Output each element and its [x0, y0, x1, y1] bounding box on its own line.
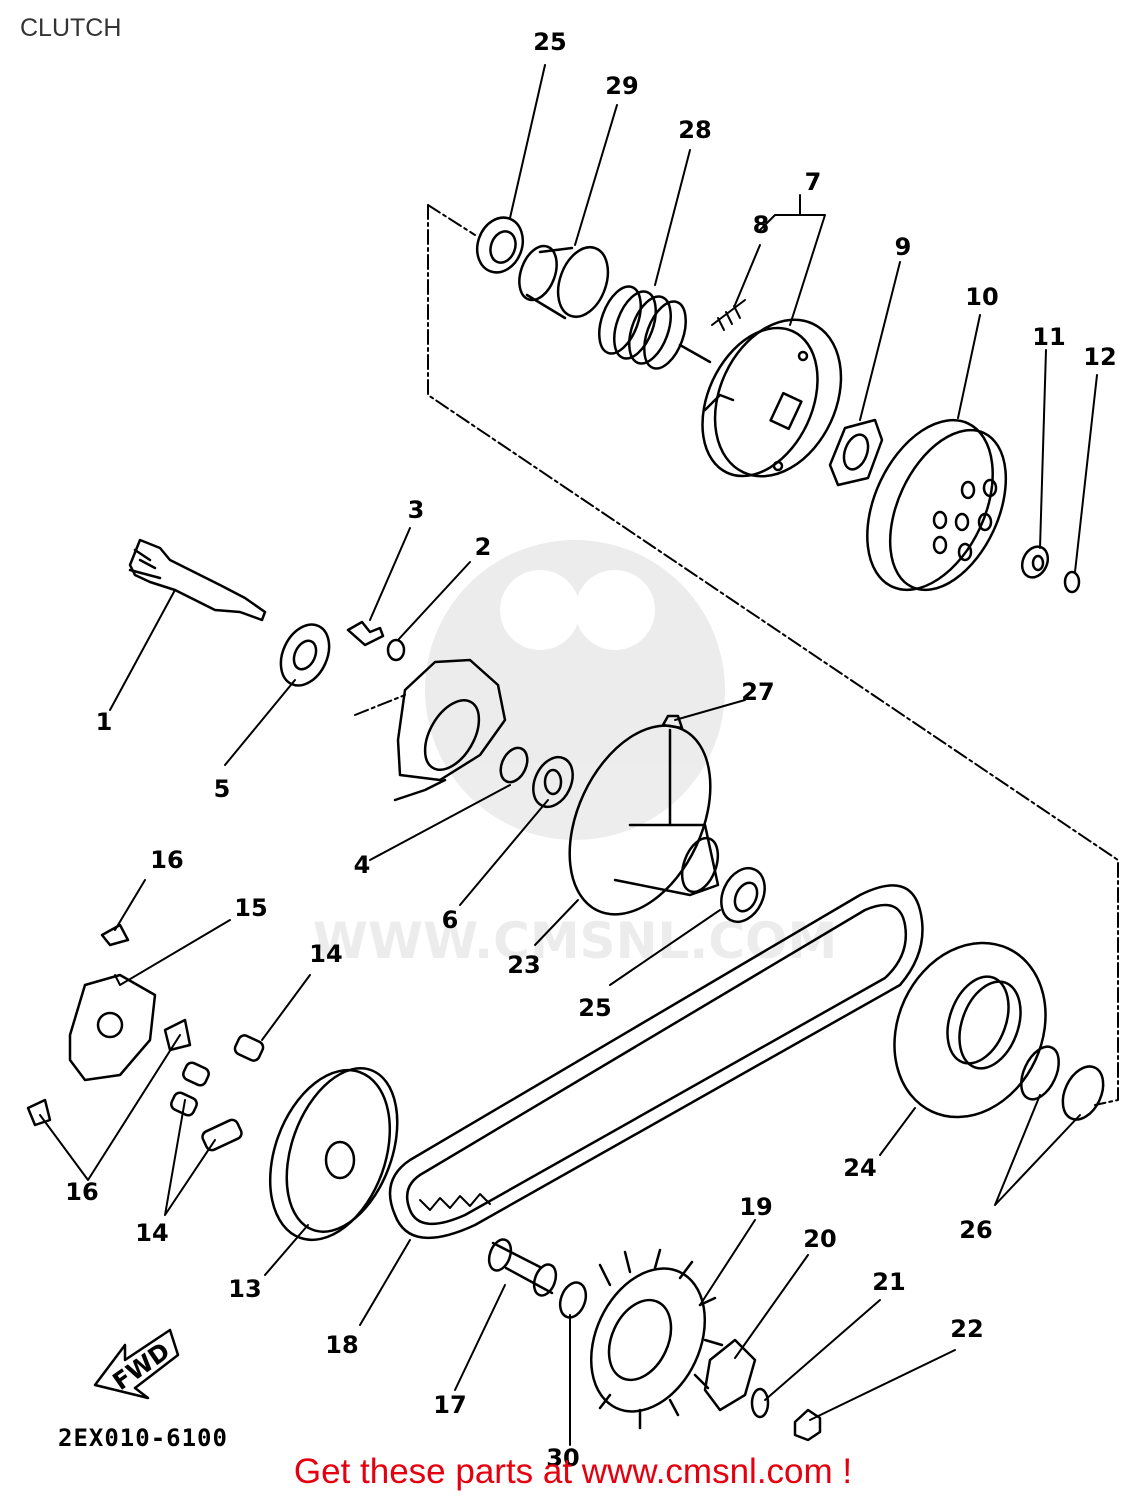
bolt: [346, 620, 385, 647]
fan-nut-plate: [703, 1338, 757, 1412]
callout-19: 19: [739, 1193, 772, 1221]
callout-21: 21: [872, 1268, 905, 1296]
small-bearing: [532, 755, 574, 809]
callout-2: 2: [475, 533, 492, 561]
slider-guide-3: [26, 1098, 52, 1127]
callout-27: 27: [741, 678, 774, 706]
callout-9: 9: [895, 233, 912, 261]
fwd-arrow: [93, 1328, 180, 1400]
callout-24: 24: [843, 1154, 876, 1182]
callout-13: 13: [228, 1275, 261, 1303]
spacer-clip: [499, 746, 529, 784]
callout-20: 20: [803, 1225, 836, 1253]
callout-5: 5: [214, 775, 231, 803]
leader-lines: [39, 64, 1098, 1446]
v-belt: [388, 884, 924, 1240]
clutch-nut: [828, 418, 884, 487]
clutch-collar: [518, 244, 610, 320]
slider-guide: [100, 923, 130, 947]
callout-11: 11: [1032, 323, 1065, 351]
callout-8: 8: [753, 211, 770, 239]
callout-1: 1: [96, 708, 113, 736]
weight-roller-3: [170, 1091, 198, 1117]
compression-spring: [598, 285, 712, 370]
callout-28: 28: [678, 116, 711, 144]
bearing: [279, 623, 331, 687]
callout-23: 23: [507, 951, 540, 979]
callout-30: 30: [546, 1444, 579, 1472]
washer-21: [750, 1387, 770, 1419]
callout-16b: 16: [65, 1178, 98, 1206]
callout-16a: 16: [150, 846, 183, 874]
cmsnl-watermark: WWW.CMSNL.COM: [313, 540, 838, 970]
washer: [386, 638, 406, 662]
callout-14b: 14: [135, 1219, 168, 1247]
clutch-carrier-assembly: [701, 318, 843, 478]
housing-nut: [1020, 545, 1050, 579]
drive-plate: [393, 658, 507, 802]
weight-roller: [233, 1034, 265, 1062]
o-ring-small: [1063, 570, 1081, 594]
fwd-label: FWD: [108, 1337, 176, 1396]
callout-7: 7: [805, 168, 822, 196]
assembly-outline: [354, 204, 1119, 1106]
collar: [487, 1238, 558, 1297]
diagram-part-code: 2EX010-6100: [58, 1424, 228, 1452]
callout-26: 26: [959, 1216, 992, 1244]
svg-text:WWW.CMSNL.COM: WWW.CMSNL.COM: [313, 912, 838, 970]
callout-17: 17: [433, 1391, 466, 1419]
o-ring: [1020, 1045, 1060, 1101]
oil-seal-middle: [720, 867, 766, 923]
primary-sheave: [268, 1067, 399, 1242]
sliding-sheave: [568, 724, 720, 916]
footer-parts-link[interactable]: Get these parts at www.cmsnl.com !: [293, 1452, 853, 1491]
callout-12: 12: [1083, 343, 1116, 371]
cooling-fan: [589, 1248, 724, 1430]
page-title: CLUTCH: [20, 14, 122, 42]
callout-25a: 25: [533, 28, 566, 56]
callout-15: 15: [234, 894, 267, 922]
cam-plate: [68, 973, 157, 1082]
slider-guide-2: [163, 1018, 192, 1052]
callout-10: 10: [965, 283, 998, 311]
weight-roller-4: [201, 1118, 243, 1152]
callout-3: 3: [408, 496, 425, 524]
callout-29: 29: [605, 72, 638, 100]
callout-22: 22: [950, 1315, 983, 1343]
secondary-sheave: [893, 941, 1047, 1119]
clutch-housing: [866, 418, 1008, 592]
callout-14a: 14: [309, 940, 342, 968]
washer-30: [558, 1281, 588, 1319]
callout-4: 4: [354, 851, 371, 879]
hex-nut-22: [793, 1408, 822, 1442]
weight-roller-2: [182, 1061, 210, 1087]
callout-18: 18: [325, 1331, 358, 1359]
callout-6: 6: [442, 906, 459, 934]
clutch-pin: [711, 299, 746, 331]
drive-shaft: [128, 538, 267, 622]
o-ring-2: [1061, 1065, 1105, 1121]
callout-25b: 25: [578, 994, 611, 1022]
